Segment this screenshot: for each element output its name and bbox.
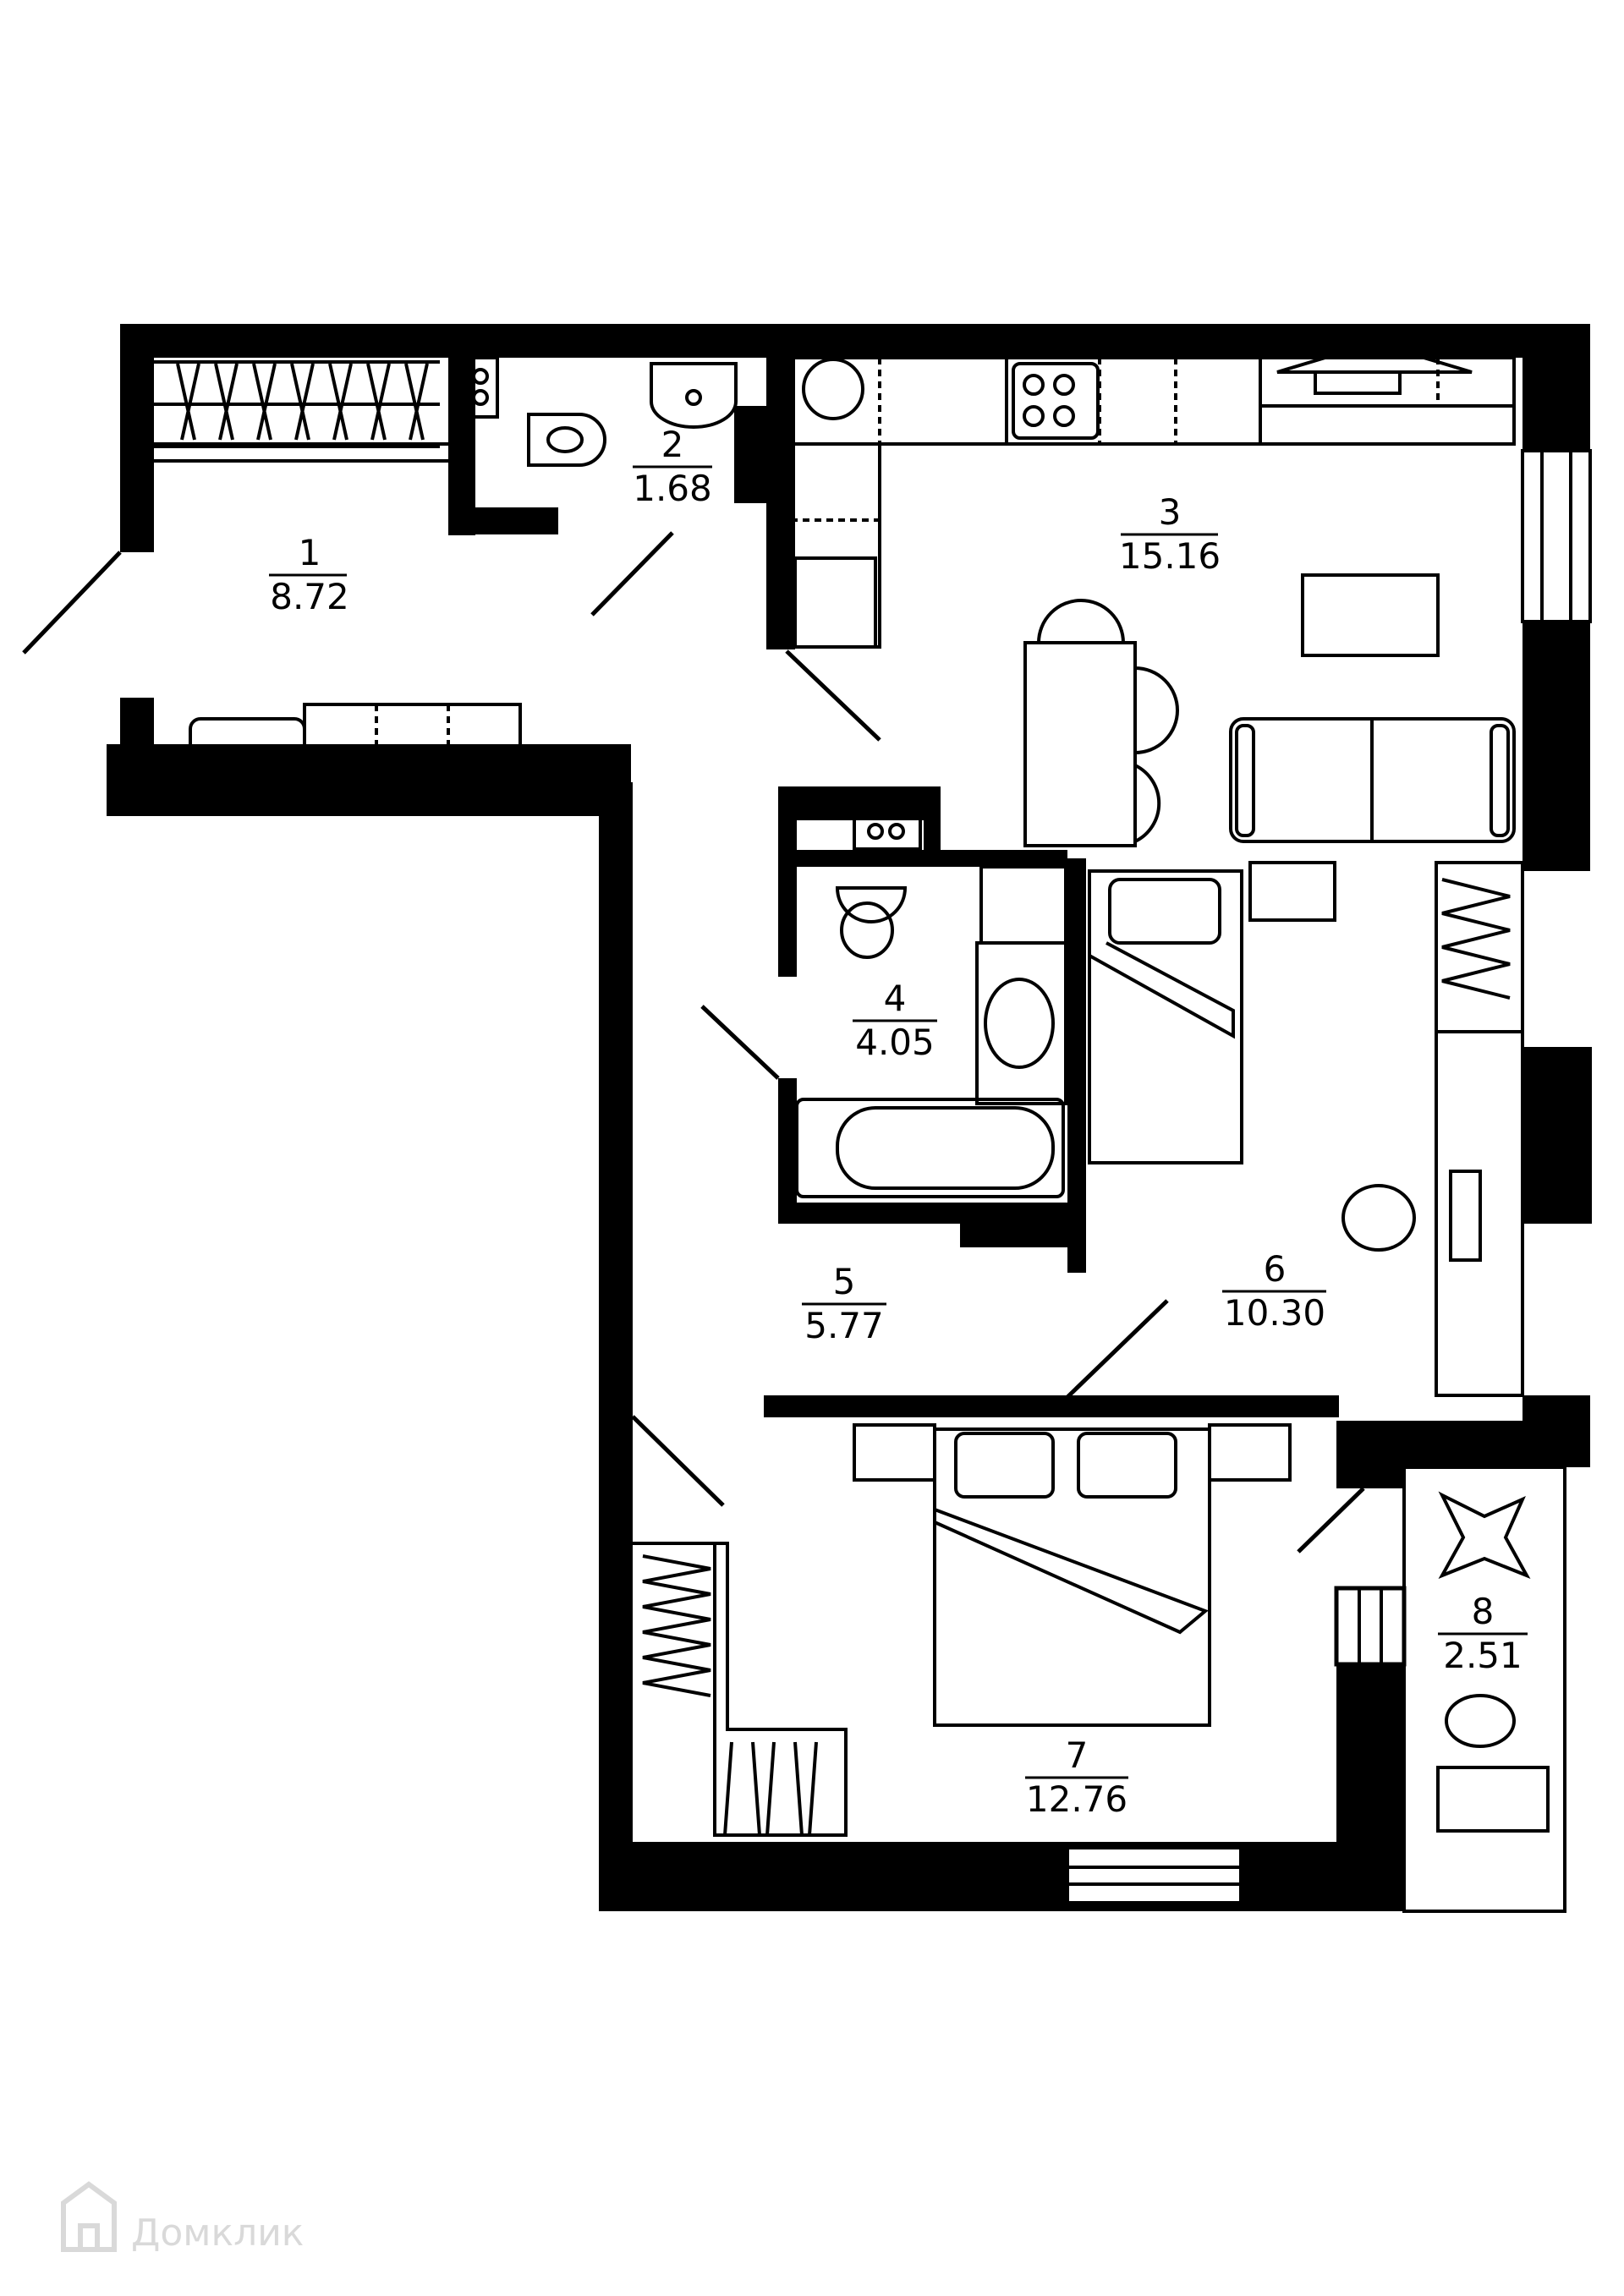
room-area: 15.16 xyxy=(1119,535,1221,577)
furniture xyxy=(154,355,1566,1913)
door-swings xyxy=(22,531,1365,1553)
room-label-7: 7 12.76 xyxy=(1025,1734,1128,1820)
room-labels: 1 8.72 2 1.68 3 15.16 4 4.05 5 5.77 6 10… xyxy=(269,424,1528,1820)
room-label-4: 4 4.05 xyxy=(853,978,937,1063)
room-label-6: 6 10.30 xyxy=(1222,1248,1326,1334)
room-area: 2.51 xyxy=(1443,1635,1522,1676)
room-label-1: 1 8.72 xyxy=(269,532,349,617)
room-area: 5.77 xyxy=(804,1305,884,1346)
room-number: 5 xyxy=(833,1261,856,1302)
watermark-text: Домклик xyxy=(131,2211,304,2255)
wardrobe-icon xyxy=(154,360,440,448)
room-number: 7 xyxy=(1066,1734,1089,1776)
room-number: 8 xyxy=(1472,1591,1495,1632)
room-number: 6 xyxy=(1264,1248,1287,1290)
room-number: 3 xyxy=(1159,491,1182,533)
watermark: Домклик xyxy=(61,2181,304,2255)
room-area: 8.72 xyxy=(270,576,349,617)
room-number: 4 xyxy=(884,978,907,1019)
room-area: 10.30 xyxy=(1224,1292,1325,1334)
room-area: 1.68 xyxy=(633,468,712,509)
room-number: 2 xyxy=(661,424,684,465)
room-number: 1 xyxy=(299,532,321,573)
room-area: 4.05 xyxy=(855,1022,935,1063)
room-label-8: 8 2.51 xyxy=(1438,1591,1528,1676)
walls xyxy=(107,324,1592,1911)
house-logo-icon xyxy=(61,2181,117,2252)
room-label-5: 5 5.77 xyxy=(802,1261,886,1346)
room-label-3: 3 15.16 xyxy=(1119,491,1221,577)
room-area: 12.76 xyxy=(1026,1778,1127,1820)
room-label-2: 2 1.68 xyxy=(633,424,712,509)
